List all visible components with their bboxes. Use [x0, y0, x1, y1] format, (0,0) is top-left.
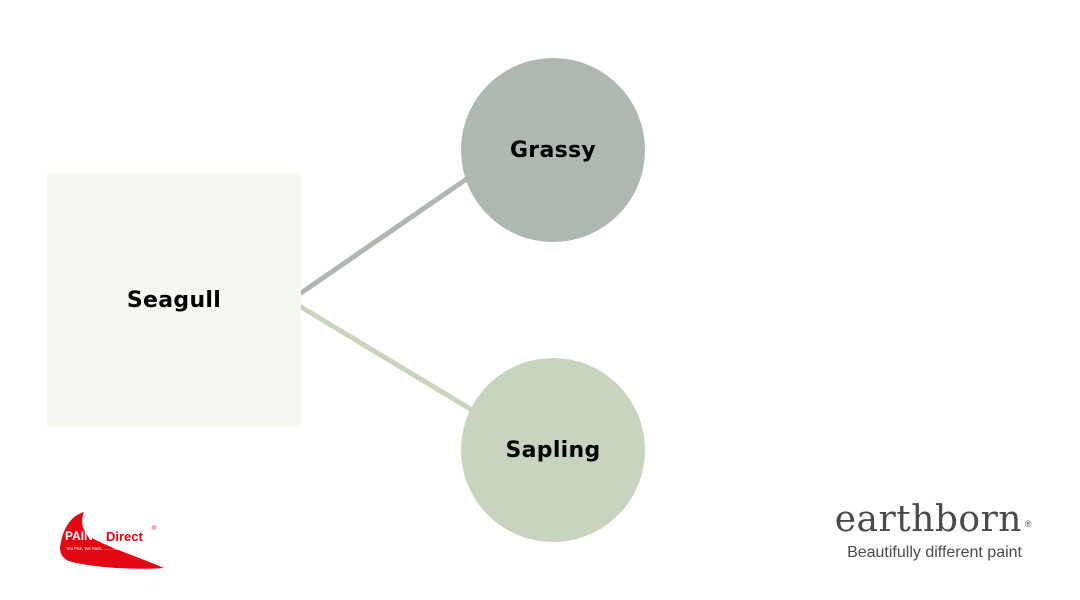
- paint-direct-brand-b: Direct: [106, 529, 144, 544]
- swatch-sapling: Sapling: [461, 358, 645, 542]
- connector-seagull-sapling: [298, 304, 475, 413]
- swatch-label-grassy: Grassy: [509, 137, 597, 163]
- swatch-label-seagull: Seagull: [126, 287, 222, 313]
- paint-direct-tagline: You Pick, We Pack..........You Paint!: [66, 546, 132, 551]
- paint-direct-logo-mark: PAINT Direct ® You Pick, We Pack........…: [60, 512, 164, 569]
- swatch-seagull: Seagull: [47, 173, 301, 427]
- earthborn-registered: ®: [1024, 519, 1032, 529]
- paint-direct-logo: PAINT Direct ® You Pick, We Pack........…: [58, 508, 168, 572]
- paint-direct-brand-a: PAINT: [65, 529, 101, 543]
- connector-seagull-grassy: [298, 175, 471, 296]
- swatch-label-sapling: Sapling: [505, 437, 601, 463]
- paint-direct-registered: ®: [152, 525, 157, 532]
- earthborn-wordmark-wrap: earthborn ®: [834, 499, 1032, 540]
- earthborn-wordmark: earthborn: [834, 499, 1022, 540]
- earthborn-logo: earthborn ® Beautifully different paint: [822, 499, 1032, 574]
- earthborn-tagline: Beautifully different paint: [847, 544, 1022, 561]
- swatch-grassy: Grassy: [461, 58, 645, 242]
